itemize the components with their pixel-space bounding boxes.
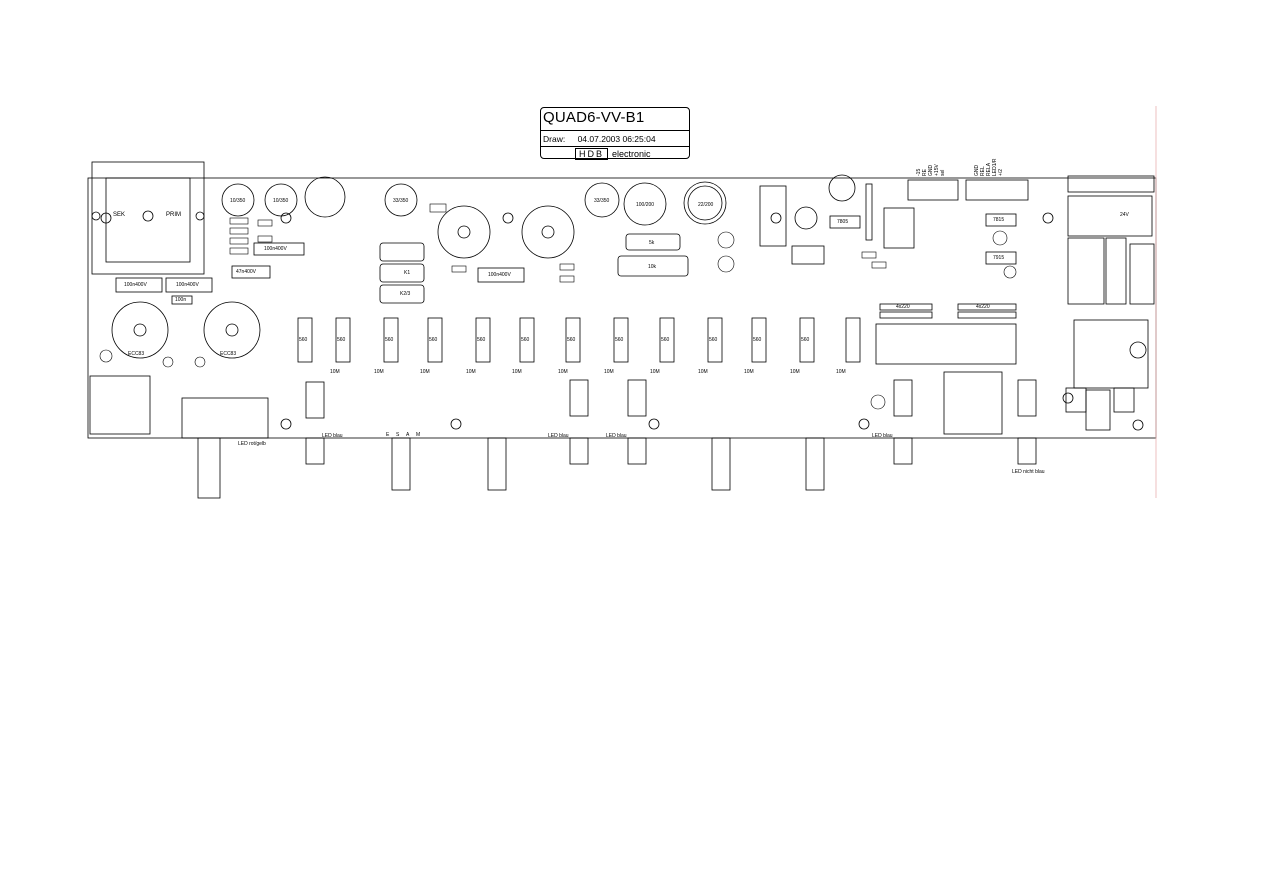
pot-letter: M (416, 432, 421, 438)
cap-label: 100n (175, 297, 187, 303)
led-label: LED blau (548, 433, 569, 439)
regulator-label: 7805 (837, 219, 849, 225)
channel-value: 560 (385, 337, 394, 343)
elco-label: 33/350 (594, 198, 610, 204)
channel-value: 560 (299, 337, 308, 343)
cap-label: 100n400V (264, 246, 287, 252)
trim-label: 10M (374, 369, 384, 375)
relay-label: K2/3 (400, 291, 411, 297)
draw-date: 04.07.2003 06:25:04 (577, 134, 656, 144)
trim-label: 10M (790, 369, 800, 375)
voltage-regulators (829, 183, 1017, 265)
trim-label: 10M (512, 369, 522, 375)
channel-value: 560 (337, 337, 346, 343)
cap-label: 100n400V (124, 282, 147, 288)
trim-label: 10M (604, 369, 614, 375)
tube-label: ECC83 (220, 351, 237, 357)
drawing-name: QUAD6-VV-B1 (543, 109, 645, 126)
trim-label: 10M (698, 369, 708, 375)
jack-connectors (89, 371, 1003, 439)
ic-label: 4x220 (896, 304, 910, 310)
pin-label: +/2 (998, 168, 1004, 176)
resistor-label: 10k (648, 264, 657, 270)
channel-value: 560 (709, 337, 718, 343)
mounting-holes (100, 212, 1144, 431)
transformer-prim-label: PRIM (166, 212, 181, 218)
small-components (99, 203, 1017, 410)
tube-sockets (111, 205, 575, 359)
trim-label: 10M (558, 369, 568, 375)
transformer (91, 161, 205, 275)
draw-label: Draw: (543, 134, 566, 144)
channel-value: 560 (801, 337, 810, 343)
ic-label: 4x220 (976, 304, 990, 310)
channel-value: 560 (661, 337, 670, 343)
tube-label: ECC83 (128, 351, 145, 357)
capacitor-blocks (115, 242, 525, 305)
channel-value: 560 (477, 337, 486, 343)
trim-label: 10M (650, 369, 660, 375)
cap-label: 47n400V (236, 269, 257, 275)
channel-value: 560 (567, 337, 576, 343)
electrolytic-capacitors (221, 174, 856, 247)
channel-value: 560 (615, 337, 624, 343)
trim-label: 10M (744, 369, 754, 375)
led-label: LED nicht blau (1012, 469, 1045, 475)
elco-label: 22/200 (698, 202, 714, 208)
company-name: electronic (612, 149, 651, 159)
title-block: QUAD6-VV-B1 Draw: 04.07.2003 06:25:04 HD… (540, 107, 690, 160)
elco-label: 10/350 (273, 198, 289, 204)
trim-label: 10M (836, 369, 846, 375)
power-label: 24V (1120, 212, 1129, 218)
led-label: LED blau (322, 433, 343, 439)
trim-label: 10M (466, 369, 476, 375)
draw-info: Draw: 04.07.2003 06:25:04 (543, 134, 666, 144)
channel-value: 560 (753, 337, 762, 343)
led-label: LED blau (872, 433, 893, 439)
pot-letter: A (406, 432, 410, 438)
elco-label: 100/200 (636, 202, 655, 208)
company-logo: HDB (575, 148, 609, 160)
cap-label: 100n400V (488, 272, 511, 278)
pot-letter: S (396, 432, 400, 438)
elco-label: 10/350 (230, 198, 246, 204)
channel-value: 560 (521, 337, 530, 343)
led-label: LED blau (606, 433, 627, 439)
ic-chip (875, 303, 1017, 365)
power-section (1065, 175, 1155, 431)
resistor-label: 5k (649, 240, 655, 246)
trim-label: 10M (420, 369, 430, 375)
relays (379, 233, 825, 304)
pin-label: sel (940, 169, 946, 176)
led-label: LED rot/gelb (238, 441, 266, 447)
elco-label: 33/350 (393, 198, 409, 204)
pot-letter: E (386, 432, 390, 438)
trim-label: 10M (330, 369, 340, 375)
regulator-label: 7815 (993, 217, 1005, 223)
regulator-label: 7915 (993, 255, 1005, 261)
cap-label: 100n400V (176, 282, 199, 288)
channel-strips (297, 317, 861, 363)
channel-value: 560 (429, 337, 438, 343)
transformer-sek-label: SEK (113, 212, 126, 218)
potentiometers (197, 379, 1037, 499)
pin-headers (907, 179, 1029, 201)
relay-label: K1 (404, 270, 411, 276)
